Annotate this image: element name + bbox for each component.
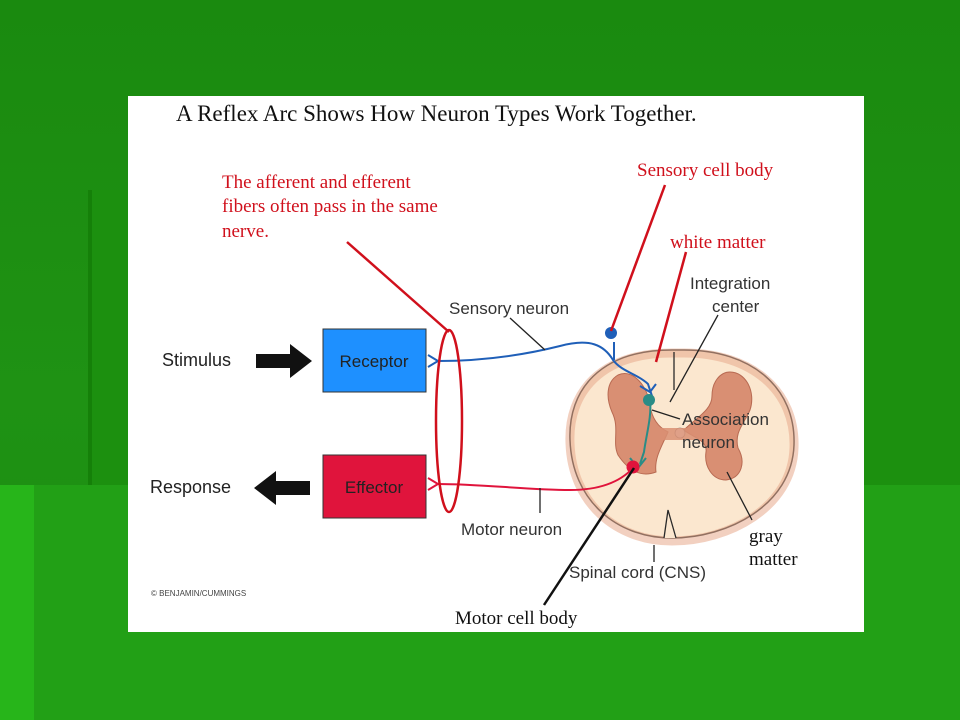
stimulus-label: Stimulus <box>162 350 231 370</box>
effector-box <box>322 454 427 519</box>
annotation-white-matter: white matter <box>670 232 766 253</box>
receptor-label: Receptor <box>340 352 409 371</box>
nerve-fibers-ellipse <box>434 328 464 514</box>
association-neuron-label-line-1: Association <box>682 410 769 429</box>
gray-matter-label-line-2: matter <box>749 549 798 570</box>
motor-neuron-path <box>427 467 634 492</box>
annotation-sensory-cell-body: Sensory cell body <box>637 160 774 181</box>
image-credit: © BENJAMIN/CUMMINGS <box>151 589 246 598</box>
association-neuron-label-line-2: neuron <box>682 433 735 452</box>
sensory-neuron-label: Sensory neuron <box>449 299 569 318</box>
label-leader-lines <box>509 314 753 562</box>
sensory-neuron-path <box>427 341 657 397</box>
annotation-leader-lines <box>346 184 688 363</box>
annotation-note-line-3: nerve. <box>222 221 269 242</box>
motor-neuron-label: Motor neuron <box>461 520 562 539</box>
motor-cell-body-pointer <box>542 467 636 606</box>
response-label: Response <box>150 477 231 497</box>
annotation-note-line-1: The afferent and efferent <box>222 172 411 193</box>
receptor-box <box>322 328 427 393</box>
response-arrow <box>254 471 310 505</box>
integration-center-label-line-1: Integration <box>690 274 770 293</box>
stimulus-arrow <box>256 344 312 378</box>
slide-title: A Reflex Arc Shows How Neuron Types Work… <box>176 101 697 126</box>
motor-cell-body-label: Motor cell body <box>455 608 578 629</box>
gray-matter-label-line-1: gray <box>749 526 783 547</box>
motor-cell-body-dot <box>626 460 640 474</box>
association-cell-body-dot <box>643 394 655 406</box>
sensory-cell-body-dot <box>605 327 617 339</box>
effector-label: Effector <box>345 478 404 497</box>
integration-center-label-line-2: center <box>712 297 760 316</box>
spinal-cord-cross-section <box>565 348 799 546</box>
annotation-note-line-2: fibers often pass in the same <box>222 196 438 217</box>
background-panel-corner <box>0 485 34 720</box>
spinal-cord-label: Spinal cord (CNS) <box>569 563 706 582</box>
background-panel-edge <box>88 190 92 485</box>
